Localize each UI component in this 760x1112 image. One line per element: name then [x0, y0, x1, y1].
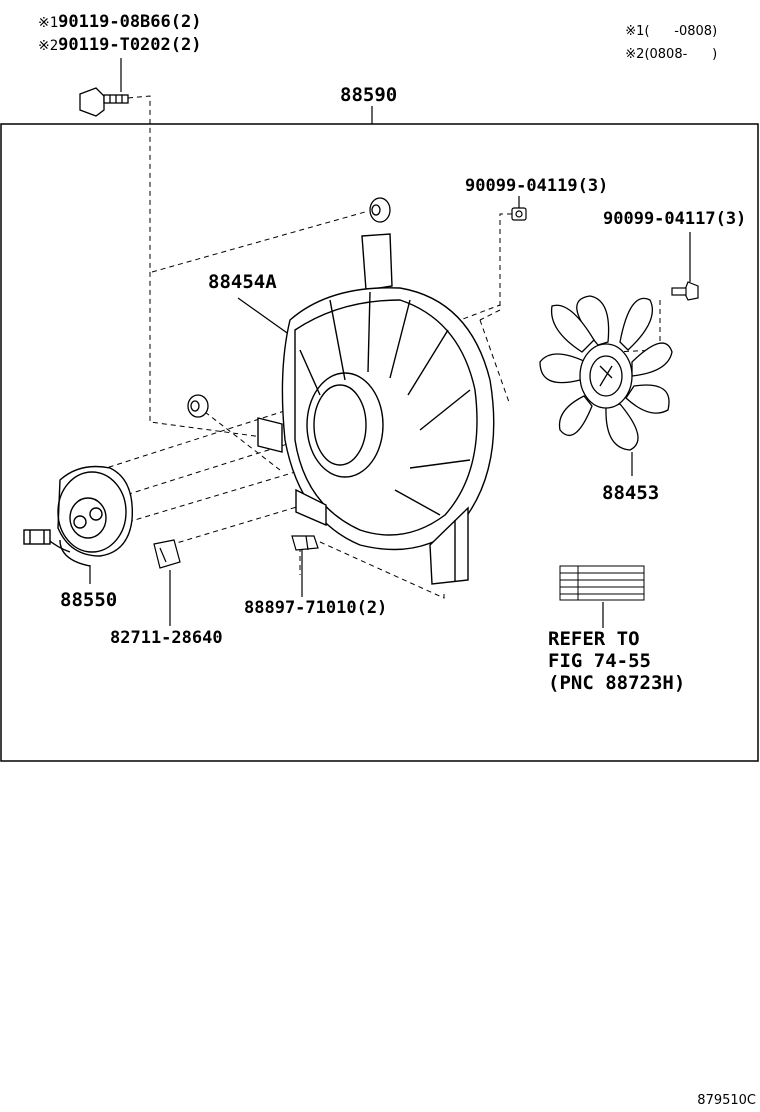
part-label-shroud: 88454A [208, 271, 277, 293]
note-2-text: (0808- ) [644, 47, 718, 62]
cushion-part [291, 535, 319, 551]
cooling-fan [539, 295, 673, 451]
note-2: ※2(0808- ) [617, 35, 717, 61]
part-label-clamp: 82711-28640 [110, 628, 223, 648]
wire-clamp [153, 539, 181, 569]
fan-shroud [257, 233, 495, 585]
grommet-top [369, 197, 391, 223]
refer-line-1: REFER TO [548, 628, 640, 650]
part-label-bolt-b: ※290119-T0202(2) [38, 37, 201, 54]
bolt-a-mark: ※1 [38, 15, 59, 31]
part-label-fan: 88453 [602, 482, 660, 504]
part-label-cushion: 88897-71010(2) [244, 598, 388, 618]
refer-line-3: (PNC 88723H) [548, 672, 686, 694]
bolt-part [79, 87, 129, 117]
assembly-frame [0, 123, 759, 762]
grommet-left [187, 394, 209, 418]
part-label-bolt-a: ※190119-08B66(2) [38, 14, 201, 31]
part-label-shroud-assy: 88590 [340, 84, 398, 106]
part-label-nut-a: 90099-04119(3) [465, 176, 609, 196]
note-2-mark: ※2 [625, 47, 645, 62]
bolt-a-number: 90119-08B66(2) [58, 12, 202, 32]
figure-id: 879510C [697, 1093, 756, 1108]
label-plate [559, 565, 645, 601]
fan-motor [23, 465, 134, 567]
part-label-motor: 88550 [60, 589, 118, 611]
note-1-mark: ※1 [625, 24, 645, 39]
screw-part [671, 281, 699, 301]
dashed-lines [99, 95, 661, 599]
bolt-b-mark: ※2 [38, 38, 59, 54]
nut-part [511, 207, 527, 221]
note-1: ※1( -0808) [617, 12, 717, 38]
refer-line-2: FIG 74-55 [548, 650, 651, 672]
part-label-nut-b: 90099-04117(3) [603, 209, 747, 229]
bolt-b-number: 90119-T0202(2) [58, 35, 202, 55]
note-1-text: ( -0808) [644, 24, 718, 39]
